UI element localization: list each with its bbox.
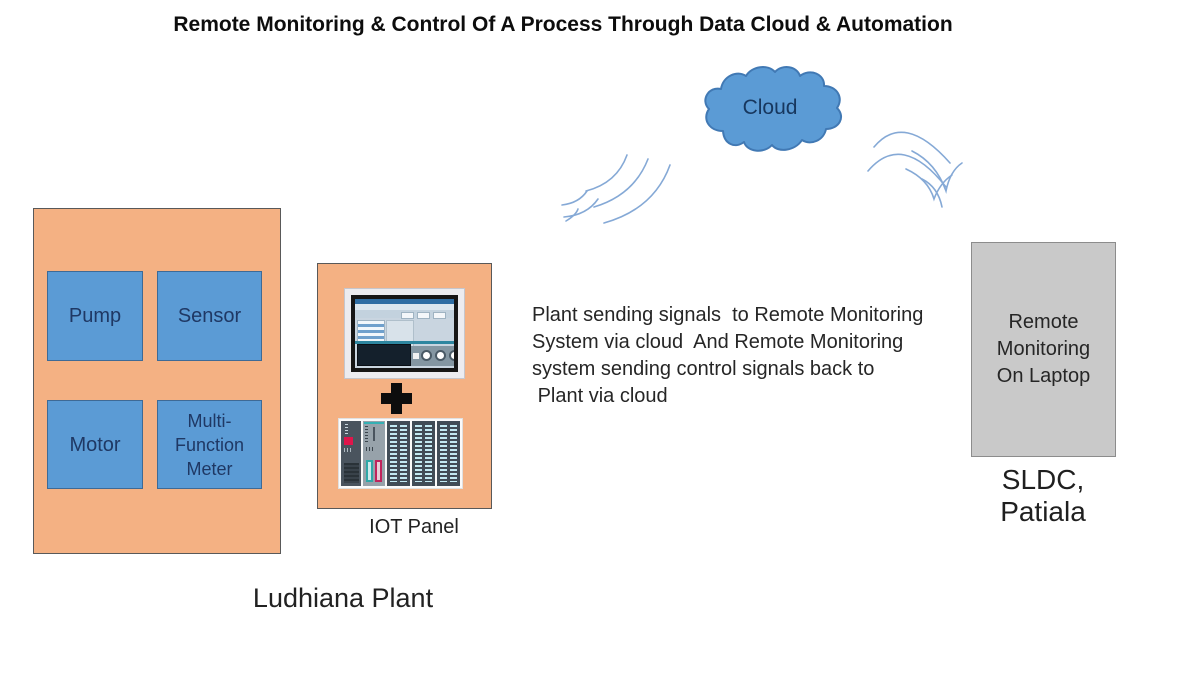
hmi-dial-icon	[435, 350, 446, 361]
component-multifunction-meter-label: Multi- Function Meter	[174, 410, 245, 479]
hmi-small-button	[413, 353, 419, 359]
plc-cpu-module	[341, 421, 362, 486]
cloud-shape: Cloud	[696, 59, 844, 156]
hmi-dial-icon	[421, 350, 432, 361]
hmi-dark-display	[357, 344, 411, 366]
plus-icon	[381, 383, 412, 414]
plc-io-module	[437, 421, 461, 486]
plc-led-dots	[345, 424, 348, 434]
component-motor-label: Motor	[69, 433, 121, 456]
component-pump-label: Pump	[68, 305, 122, 327]
plc-led-dots	[365, 426, 369, 442]
iot-panel-caption: IOT Panel	[369, 516, 459, 538]
component-pump: Pump	[47, 271, 143, 361]
remote-monitoring-label: Remote Monitoring On Laptop	[996, 311, 1091, 387]
sldc-caption: SLDC, Patiala	[1000, 464, 1086, 527]
plc-label-marks	[366, 447, 376, 451]
plc-teal-bar	[364, 422, 385, 424]
plc-io-module	[387, 421, 411, 486]
hmi-toolbar-chip	[417, 312, 430, 319]
hmi-panel-image	[344, 288, 465, 379]
plc-terminal-column	[450, 425, 458, 482]
hmi-titlebar	[355, 299, 454, 304]
remote-monitoring-box: Remote Monitoring On Laptop	[971, 242, 1116, 457]
diagram-title: Remote Monitoring & Control Of A Process…	[173, 13, 953, 36]
plc-terminal-column	[415, 425, 423, 482]
hmi-toolbar-chip	[433, 312, 446, 319]
component-motor: Motor	[47, 400, 143, 489]
signal-waves-left-icon	[561, 154, 671, 224]
plc-terminal-column	[390, 425, 398, 482]
plc-connector-teal	[366, 460, 374, 482]
plc-lever	[373, 427, 376, 441]
hmi-teal-strip	[355, 341, 454, 344]
component-multifunction-meter: Multi- Function Meter	[157, 400, 262, 489]
plc-vent-grid	[344, 463, 359, 483]
component-sensor: Sensor	[157, 271, 262, 361]
signal-waves-right-icon	[867, 131, 963, 208]
plant-caption: Ludhiana Plant	[252, 583, 434, 613]
plc-interface-module	[363, 421, 386, 486]
plant-box: Pump Sensor Motor Multi- Function Meter	[33, 208, 281, 554]
hmi-bezel	[351, 295, 458, 372]
cloud-label: Cloud	[742, 96, 798, 119]
iot-panel-box	[317, 263, 492, 509]
plc-red-button	[344, 437, 353, 445]
plc-io-module	[412, 421, 436, 486]
hmi-screen	[355, 299, 454, 368]
hmi-toolbar-chip	[401, 312, 414, 319]
hmi-dial-area	[411, 346, 454, 366]
plc-connector-red	[375, 460, 383, 482]
component-sensor-label: Sensor	[177, 305, 242, 327]
plc-rack-image	[338, 418, 463, 489]
plc-terminal-column	[440, 425, 448, 482]
plc-terminal-column	[425, 425, 433, 482]
hmi-dial-icon	[449, 350, 454, 361]
flow-description-text: Plant sending signals to Remote Monitori…	[532, 304, 924, 407]
plc-terminal-column	[400, 425, 408, 482]
plc-label-marks	[344, 448, 352, 452]
hmi-menubar	[355, 304, 454, 310]
cloud-icon	[704, 66, 842, 152]
